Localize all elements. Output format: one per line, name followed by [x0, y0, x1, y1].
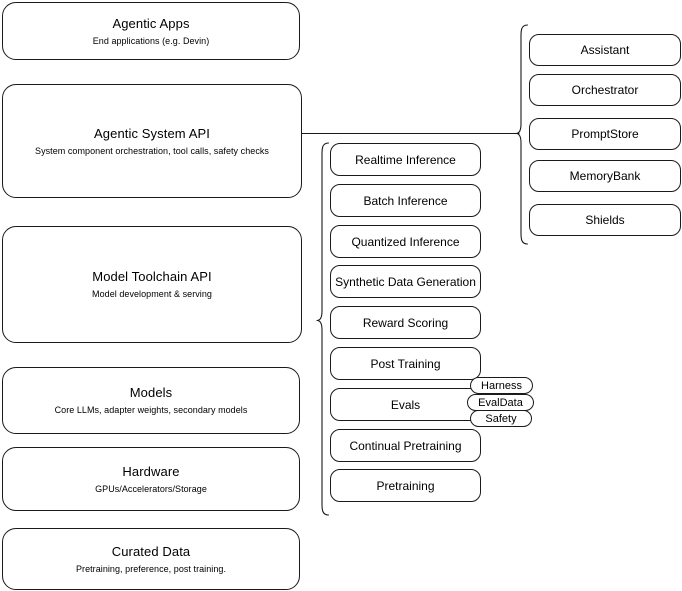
toolchain-component-batch-inference[interactable]: Batch Inference: [330, 184, 481, 217]
evals-subcomponent-label: EvalData: [478, 396, 523, 409]
stack-layer-hardware[interactable]: Hardware GPUs/Accelerators/Storage: [2, 447, 300, 511]
toolchain-component-label: Synthetic Data Generation: [335, 274, 476, 289]
stack-layer-subtitle: Pretraining, preference, post training.: [75, 563, 227, 574]
evals-subcomponent-safety[interactable]: Safety: [470, 410, 532, 427]
stack-layer-agentic-system-api[interactable]: Agentic System API System component orch…: [2, 84, 302, 198]
toolchain-component-label: Realtime Inference: [355, 152, 456, 167]
stack-layer-subtitle: System component orchestration, tool cal…: [35, 145, 269, 156]
stack-layer-title: Models: [129, 385, 173, 400]
toolchain-component-label: Reward Scoring: [362, 315, 449, 330]
stack-layer-models[interactable]: Models Core LLMs, adapter weights, secon…: [2, 367, 300, 434]
stack-layer-curated-data[interactable]: Curated Data Pretraining, preference, po…: [2, 528, 300, 590]
evals-subcomponent-label: Harness: [481, 379, 522, 392]
agentic-system-component-label: MemoryBank: [569, 169, 641, 183]
toolchain-component-label: Batch Inference: [363, 193, 448, 208]
agentic-system-component-promptstore[interactable]: PromptStore: [529, 118, 681, 150]
stack-layer-agentic-apps[interactable]: Agentic Apps End applications (e.g. Devi…: [2, 2, 300, 60]
stack-layer-title: Model Toolchain API: [92, 269, 212, 284]
brace-toolchain-components: [316, 142, 330, 516]
agentic-system-component-label: Orchestrator: [571, 83, 639, 97]
agentic-system-component-shields[interactable]: Shields: [529, 204, 681, 236]
brace-agentic-system-components: [515, 24, 529, 245]
toolchain-component-synthetic-data-generation[interactable]: Synthetic Data Generation: [330, 265, 481, 298]
toolchain-component-label: Quantized Inference: [351, 234, 460, 249]
toolchain-component-label: Continual Pretraining: [349, 438, 462, 453]
agentic-system-component-label: Assistant: [580, 43, 630, 57]
toolchain-component-post-training[interactable]: Post Training: [330, 347, 481, 380]
agentic-system-component-label: PromptStore: [571, 127, 639, 141]
toolchain-component-realtime-inference[interactable]: Realtime Inference: [330, 143, 481, 176]
stack-layer-title: Agentic Apps: [112, 15, 190, 31]
stack-layer-title: Hardware: [122, 463, 180, 479]
toolchain-component-label: Post Training: [370, 356, 441, 371]
agentic-system-component-label: Shields: [585, 213, 625, 227]
toolchain-component-label: Pretraining: [376, 478, 435, 493]
agentic-system-component-assistant[interactable]: Assistant: [529, 34, 681, 66]
stack-layer-subtitle: Core LLMs, adapter weights, secondary mo…: [54, 405, 248, 415]
stack-layer-subtitle: Model development & serving: [92, 289, 212, 299]
agentic-system-component-memorybank[interactable]: MemoryBank: [529, 160, 681, 192]
agentic-system-component-orchestrator[interactable]: Orchestrator: [529, 74, 681, 106]
toolchain-component-evals[interactable]: Evals: [330, 388, 481, 421]
stack-layer-subtitle: End applications (e.g. Devin): [92, 35, 210, 46]
toolchain-component-reward-scoring[interactable]: Reward Scoring: [330, 306, 481, 339]
stack-layer-subtitle: GPUs/Accelerators/Storage: [95, 483, 207, 494]
toolchain-component-label: Evals: [390, 397, 421, 412]
toolchain-component-continual-pretraining[interactable]: Continual Pretraining: [330, 429, 481, 462]
toolchain-component-pretraining[interactable]: Pretraining: [330, 469, 481, 502]
evals-subcomponent-evaldata[interactable]: EvalData: [467, 394, 534, 411]
stack-layer-title: Curated Data: [111, 543, 191, 559]
stack-layer-model-toolchain-api[interactable]: Model Toolchain API Model development & …: [2, 226, 302, 343]
evals-subcomponent-label: Safety: [485, 412, 517, 425]
stack-layer-title: Agentic System API: [94, 125, 210, 141]
toolchain-component-quantized-inference[interactable]: Quantized Inference: [330, 225, 481, 258]
evals-subcomponent-harness[interactable]: Harness: [470, 377, 533, 394]
